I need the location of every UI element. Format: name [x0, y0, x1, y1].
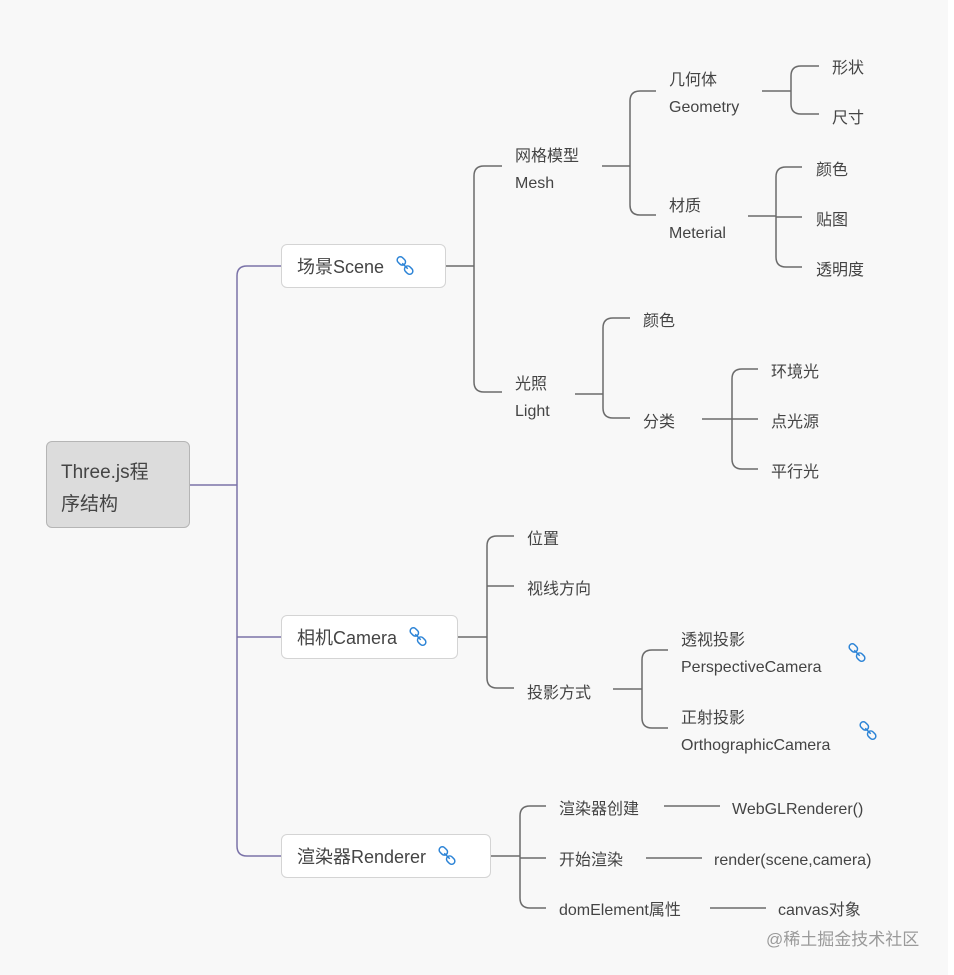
renderer-label: 渲染器Renderer: [297, 847, 427, 867]
light-directional[interactable]: 平行光: [771, 464, 820, 481]
renderer-node[interactable]: 渲染器Renderer: [281, 834, 491, 878]
camera-label: 相机Camera: [297, 628, 398, 648]
geometry-label-cn: 几何体: [669, 72, 718, 89]
material-child-color[interactable]: 颜色: [816, 162, 849, 179]
camera-projection[interactable]: 投影方式: [527, 685, 592, 702]
scene-node[interactable]: 场景Scene: [281, 244, 446, 288]
root-node[interactable]: Three.js程 序结构: [46, 441, 190, 528]
watermark: @稀土掘金技术社区: [766, 930, 920, 949]
mesh-node[interactable]: 网格模型 Mesh: [515, 143, 579, 197]
scene-label: 场景Scene: [297, 257, 385, 277]
geometry-child-size[interactable]: 尺寸: [832, 110, 865, 127]
link-icon[interactable]: [846, 642, 868, 664]
material-child-opacity[interactable]: 透明度: [816, 262, 865, 279]
material-child-texture[interactable]: 贴图: [816, 212, 849, 229]
geometry-label-en: Geometry: [669, 99, 740, 116]
mesh-label-cn: 网格模型: [515, 148, 580, 165]
link-icon[interactable]: [407, 626, 429, 648]
material-label-cn: 材质: [669, 198, 702, 215]
renderer-start-value[interactable]: render(scene,camera): [714, 852, 872, 869]
perspective-label-en: PerspectiveCamera: [681, 659, 822, 676]
orthographic-label-en: OrthographicCamera: [681, 737, 831, 754]
material-node[interactable]: 材质 Meterial: [669, 193, 726, 247]
renderer-dom[interactable]: domElement属性: [559, 902, 681, 919]
light-node[interactable]: 光照 Light: [515, 371, 550, 425]
perspective-node[interactable]: 透视投影 PerspectiveCamera: [681, 627, 822, 681]
geometry-child-shape[interactable]: 形状: [832, 60, 865, 77]
geometry-node[interactable]: 几何体 Geometry: [669, 67, 739, 121]
camera-direction[interactable]: 视线方向: [527, 581, 592, 598]
perspective-label-cn: 透视投影: [681, 632, 746, 649]
light-color[interactable]: 颜色: [643, 313, 676, 330]
light-category[interactable]: 分类: [643, 414, 676, 431]
light-label-cn: 光照: [515, 376, 548, 393]
light-point[interactable]: 点光源: [771, 414, 820, 431]
renderer-dom-value[interactable]: canvas对象: [778, 902, 861, 919]
light-label-en: Light: [515, 403, 550, 420]
material-label-en: Meterial: [669, 225, 726, 242]
link-icon[interactable]: [436, 845, 458, 867]
orthographic-label-cn: 正射投影: [681, 710, 746, 727]
camera-node[interactable]: 相机Camera: [281, 615, 458, 659]
orthographic-node[interactable]: 正射投影 OrthographicCamera: [681, 705, 830, 759]
link-icon[interactable]: [394, 255, 416, 277]
light-ambient[interactable]: 环境光: [771, 364, 820, 381]
link-icon[interactable]: [857, 720, 879, 742]
renderer-start[interactable]: 开始渲染: [559, 852, 624, 869]
root-title-line2: 序结构: [61, 494, 119, 515]
root-title-line1: Three.js程: [61, 462, 149, 483]
renderer-create-value[interactable]: WebGLRenderer(): [732, 801, 864, 818]
camera-position[interactable]: 位置: [527, 531, 560, 548]
renderer-create[interactable]: 渲染器创建: [559, 801, 640, 818]
mesh-label-en: Mesh: [515, 175, 555, 192]
